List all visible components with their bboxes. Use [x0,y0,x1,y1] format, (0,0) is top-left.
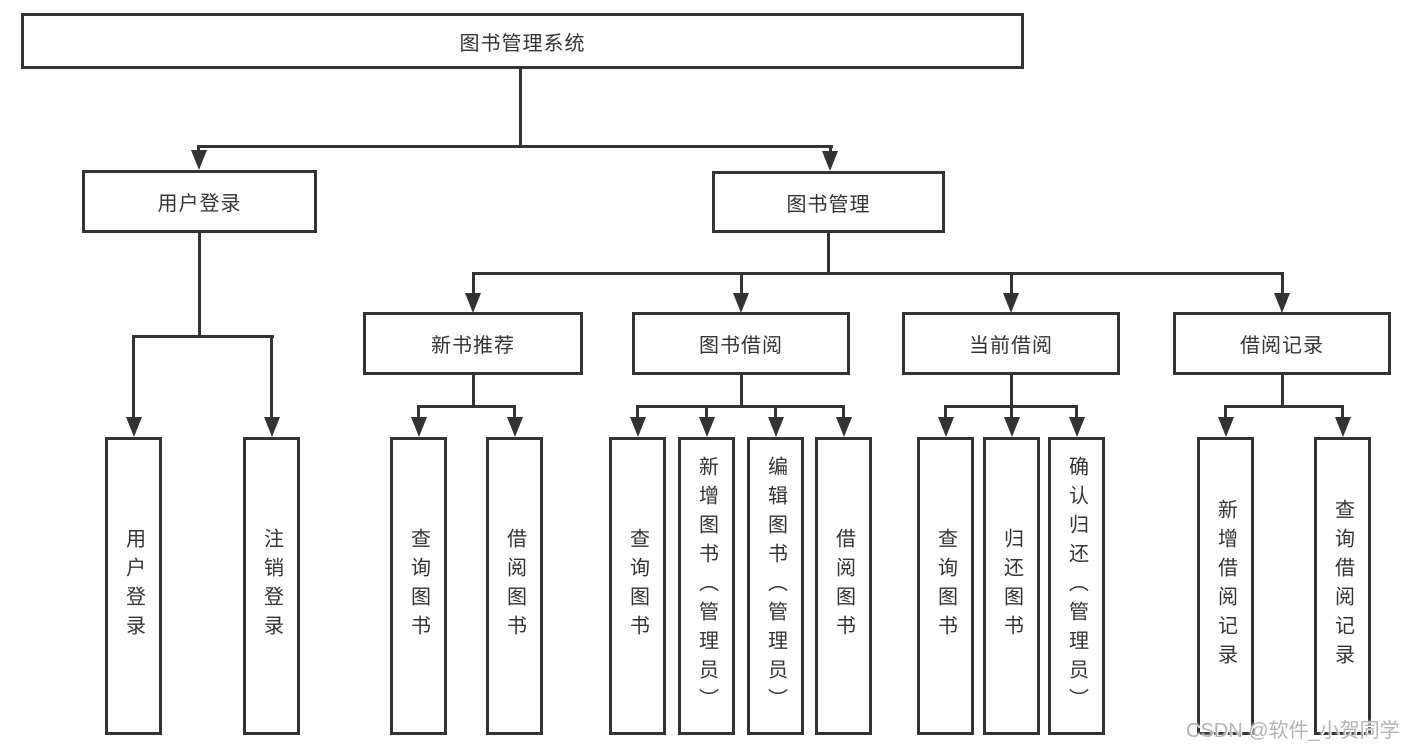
connector-line [198,233,201,336]
connector-line [636,405,639,420]
connector-line [417,405,516,408]
leaf-nb-borrow-books: 借阅图书 [486,437,543,735]
leaf-cb-query-books: 查询图书 [917,437,974,735]
connector-line [740,272,743,296]
arrow-down-icon [191,150,207,170]
arrow-down-icon [411,417,427,437]
leaf-bb-edit-books-admin: 编辑图书（管理员） [747,437,804,735]
leaf-cb-return-books: 归还图书 [983,437,1040,735]
connector-line [1010,405,1013,420]
watermark-csdn: CSDN @软件_小贺同学 [1186,720,1400,742]
leaf-br-add-borrow-record: 新增借阅记录 [1197,437,1254,735]
leaf-bb-borrow-books: 借阅图书 [815,437,872,735]
connector-line [519,69,522,146]
connector-line [1281,375,1284,406]
connector-line [1010,272,1013,296]
connector-line [513,405,516,420]
connector-line [829,145,832,153]
connector-line [132,335,274,338]
connector-line [1075,405,1078,420]
leaf-bb-add-books-admin: 新增图书（管理员） [678,437,735,735]
arrow-down-icon [264,417,280,437]
arrow-down-icon [1274,293,1290,313]
arrow-down-icon [699,417,715,437]
arrow-down-icon [733,293,749,313]
arrow-down-icon [1218,417,1234,437]
connector-line [842,405,845,420]
arrow-down-icon [630,417,646,437]
connector-line [740,375,743,406]
connector-line [1341,405,1344,420]
connector-line [197,145,833,148]
connector-line [774,405,777,420]
arrow-down-icon [768,417,784,437]
connector-line [1224,405,1344,408]
connector-line [705,405,708,420]
arrow-down-icon [1004,417,1020,437]
node-user-login: 用户登录 [82,170,317,233]
arrow-down-icon [938,417,954,437]
leaf-nb-query-books: 查询图书 [390,437,447,735]
leaf-cb-confirm-return-admin: 确认归还（管理员） [1048,437,1105,735]
connector-line [472,272,1283,275]
leaf-user-login: 用户登录 [105,437,162,735]
connector-line [197,145,200,153]
leaf-logout-login: 注销登录 [243,437,300,735]
connector-line [417,405,420,420]
connector-line [1010,375,1013,406]
node-current-borrowing: 当前借阅 [902,312,1120,375]
arrow-down-icon [1335,417,1351,437]
arrow-down-icon [822,151,838,171]
connector-line [270,335,273,419]
connector-line [472,375,475,406]
arrow-down-icon [465,293,481,313]
connector-line [132,335,135,419]
leaf-br-query-borrow-record: 查询借阅记录 [1314,437,1371,735]
connector-line [1224,405,1227,420]
arrow-down-icon [1069,417,1085,437]
node-borrowing-records: 借阅记录 [1173,312,1391,375]
connector-line [827,233,830,273]
node-book-borrowing: 图书借阅 [632,312,850,375]
node-book-management: 图书管理 [712,171,945,233]
arrow-down-icon [507,417,523,437]
connector-line [1281,272,1284,296]
arrow-down-icon [1003,293,1019,313]
connector-line [944,405,947,420]
connector-line [472,272,475,296]
leaf-bb-query-books: 查询图书 [609,437,666,735]
node-library-management-system: 图书管理系统 [21,13,1024,69]
arrow-down-icon [126,417,142,437]
connector-line [636,405,845,408]
arrow-down-icon [836,417,852,437]
node-new-book-recommendation: 新书推荐 [363,312,583,375]
